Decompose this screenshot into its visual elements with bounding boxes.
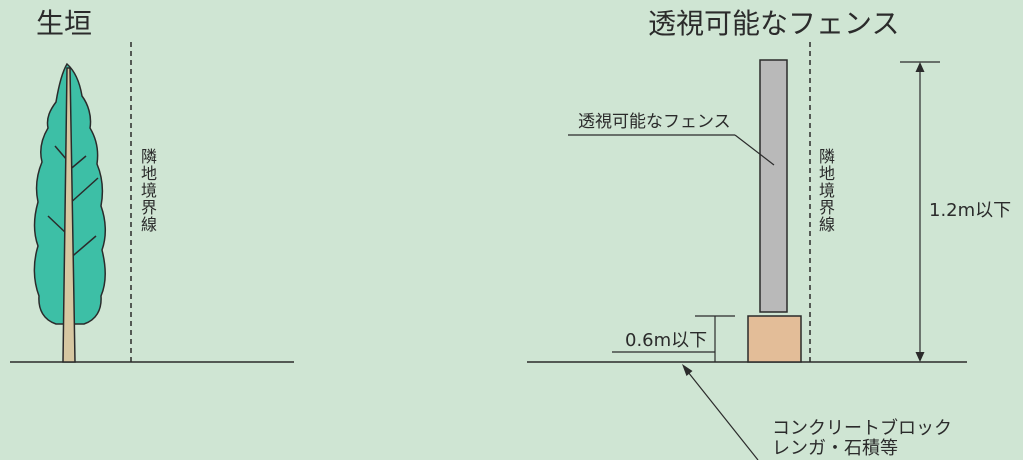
hedge-branch [54, 145, 68, 161]
fence-callout-label: 透視可能なフェンス [578, 112, 731, 132]
material-pointer-line [687, 371, 759, 460]
fence-callout-leader [734, 134, 775, 166]
height-dimension-arrow-bottom [915, 352, 925, 362]
material-label-line2: レンガ・石積等 [772, 438, 898, 459]
total-height-label: 1.2m以下 [929, 200, 1012, 221]
hedge-trunk [62, 67, 76, 363]
material-pointer-arrow [682, 364, 693, 376]
fence-title: 透視可能なフェンス [648, 7, 900, 40]
hedge-branch [47, 215, 68, 235]
base-height-label: 0.6m以下 [625, 330, 708, 351]
height-dimension-arrow-top [915, 62, 925, 72]
material-label-line1: コンクリートブロック [772, 418, 952, 439]
left-boundary-label: 隣地境界線 [138, 148, 157, 233]
block-base [747, 315, 802, 363]
right-boundary-label: 隣地境界線 [816, 148, 835, 233]
hedge-title: 生垣 [36, 7, 93, 40]
fence-panel [759, 59, 788, 313]
